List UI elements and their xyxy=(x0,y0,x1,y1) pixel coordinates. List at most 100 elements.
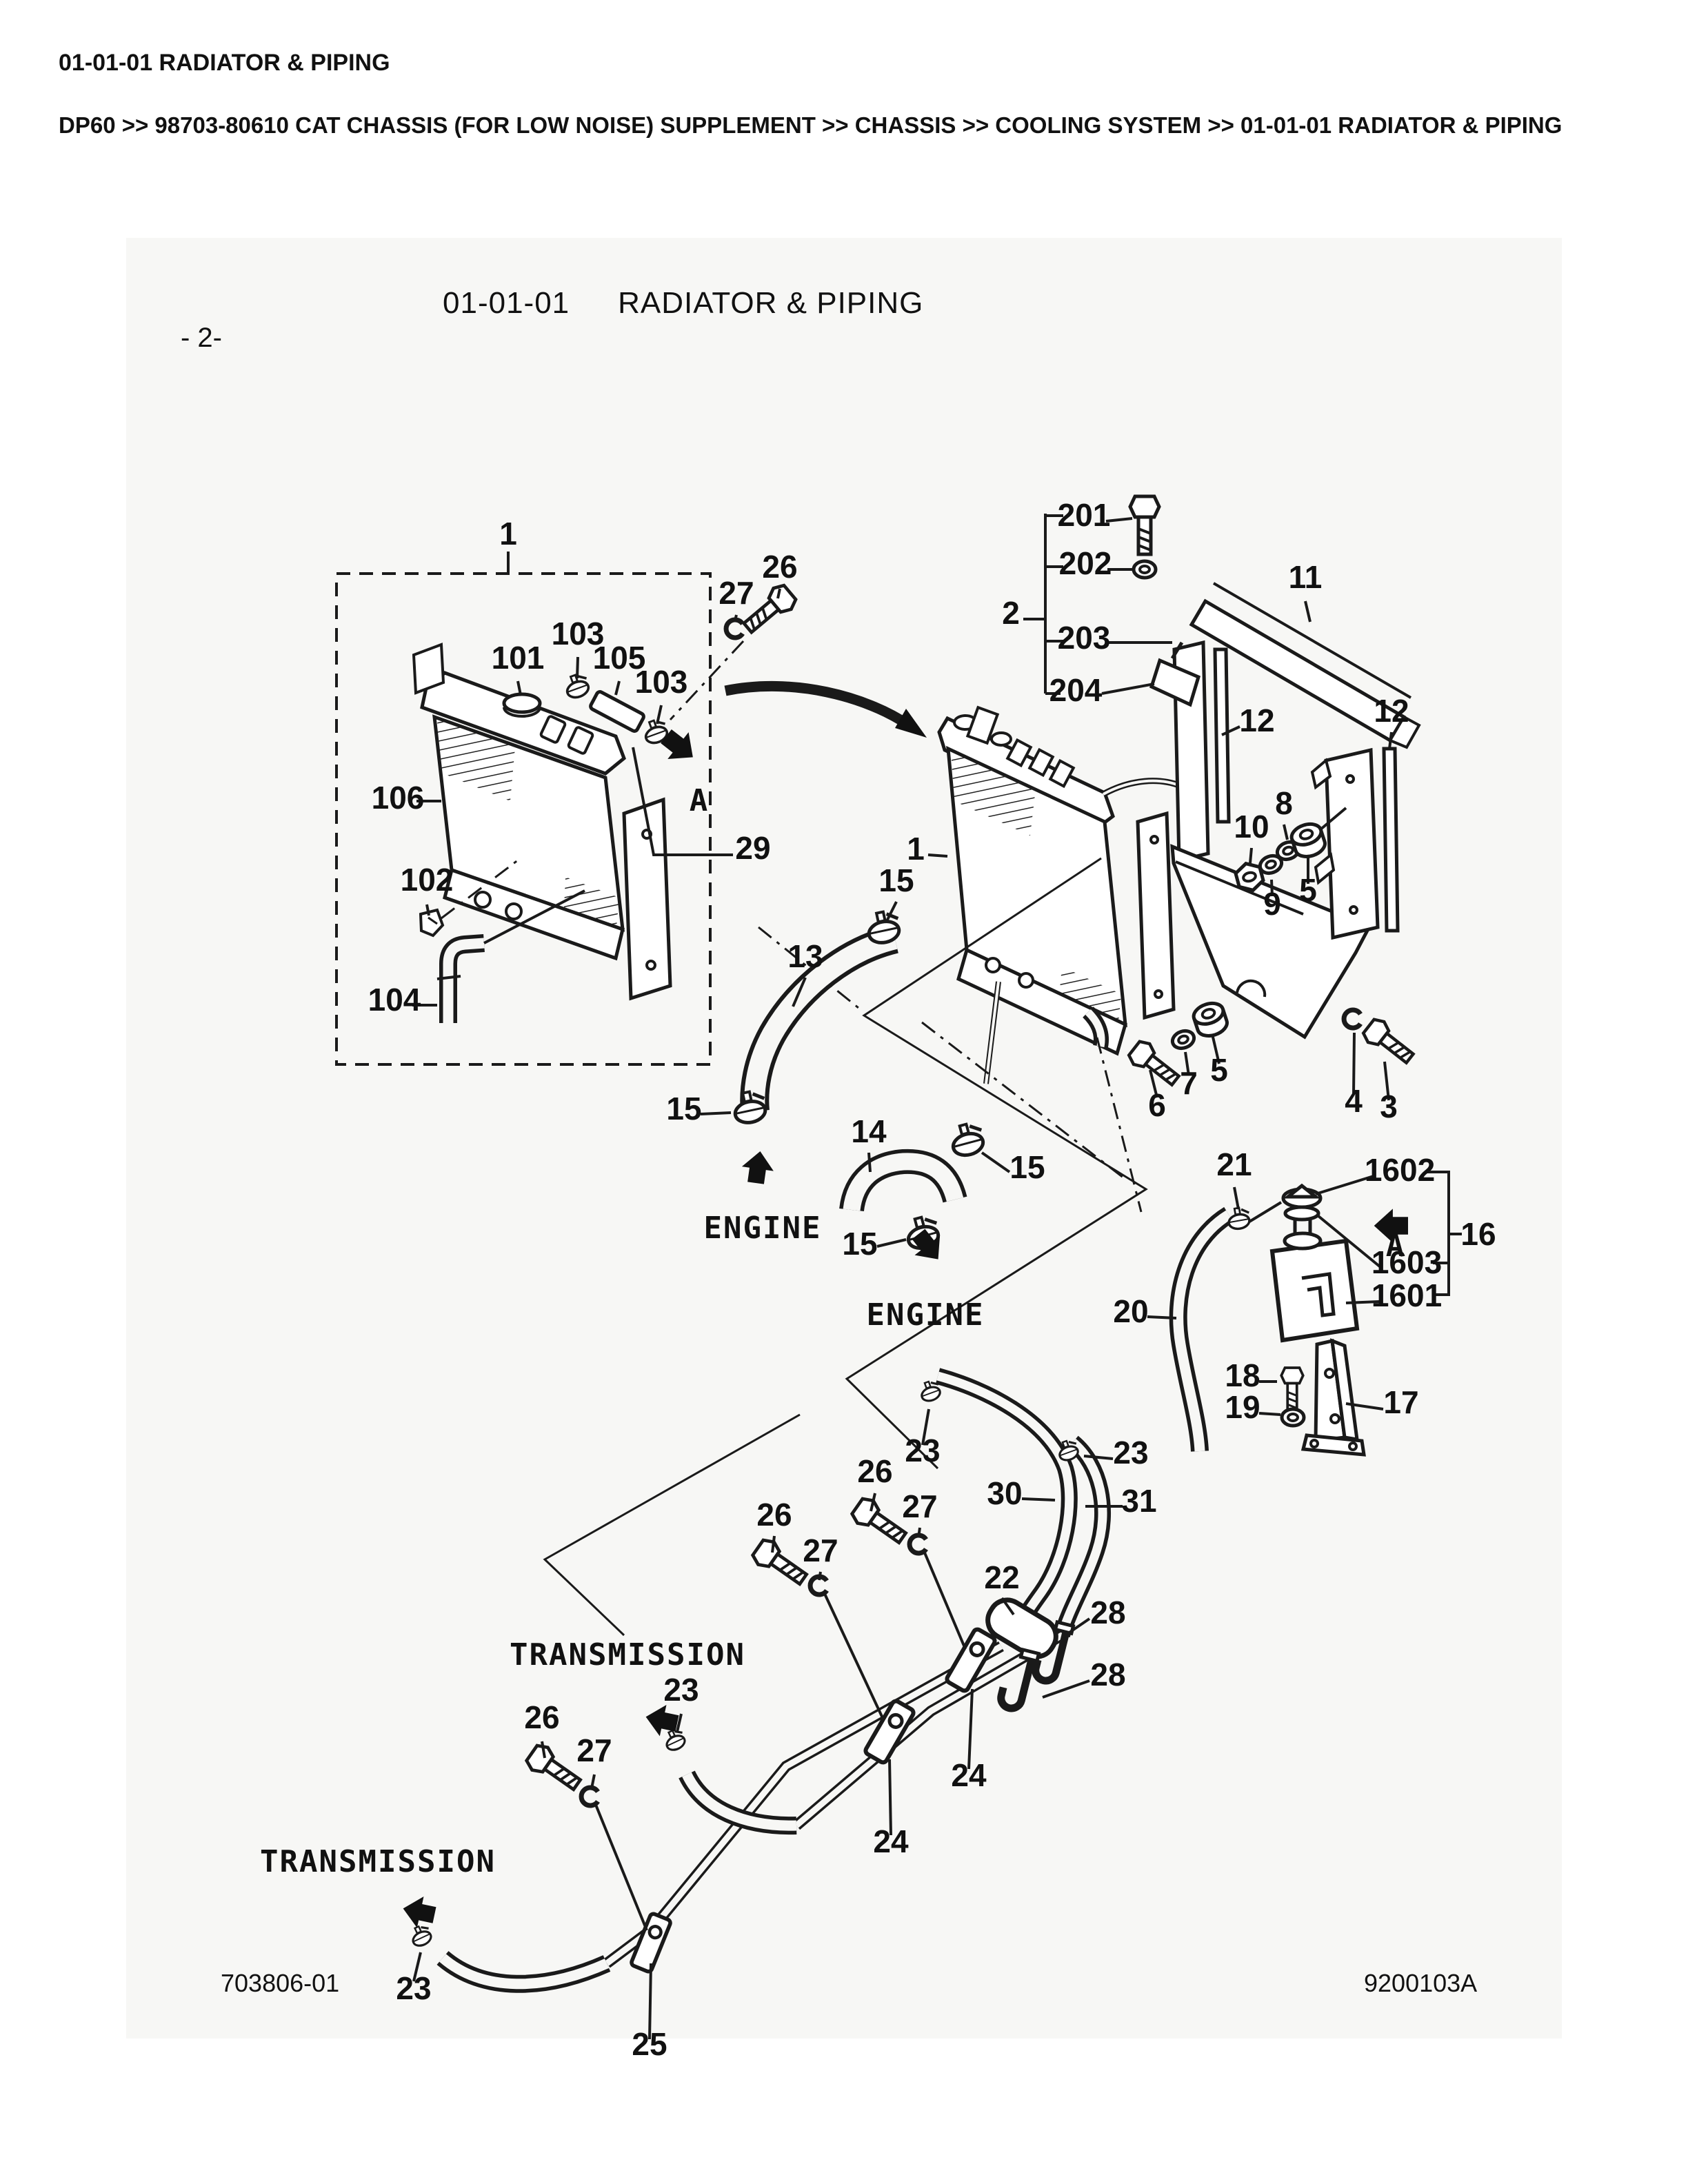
part-label-21: 21 xyxy=(1216,1146,1252,1182)
part-label-12: 12 xyxy=(1374,693,1409,729)
part-label-23: 23 xyxy=(905,1433,940,1468)
gasket-1603 xyxy=(1283,1205,1320,1222)
washer-202 xyxy=(1134,561,1156,578)
part-label-transmission: TRANSMISSION xyxy=(510,1637,745,1672)
part-label-9: 9 xyxy=(1263,886,1281,922)
part-label-1603: 1603 xyxy=(1372,1244,1442,1280)
pipe-lower xyxy=(792,1630,1065,1830)
sleeve-22 xyxy=(985,1597,1058,1659)
part-label-102: 102 xyxy=(401,862,454,898)
part-label-203: 203 xyxy=(1058,620,1111,656)
bolt-26 xyxy=(850,1495,910,1549)
part-label-15: 15 xyxy=(666,1091,701,1126)
section-lines xyxy=(441,640,1148,1637)
part-label-24: 24 xyxy=(873,1823,909,1859)
clamp-21 xyxy=(1225,1205,1253,1232)
radiator-b-art xyxy=(937,705,1202,1084)
clamp-15 xyxy=(865,909,902,946)
part-label-20: 20 xyxy=(1113,1293,1148,1329)
part-label-28: 28 xyxy=(1090,1657,1125,1692)
part-label-27: 27 xyxy=(576,1732,612,1768)
part-label-1: 1 xyxy=(499,516,517,552)
radiator-a-art xyxy=(412,643,672,1001)
drain-plug-102 xyxy=(419,908,445,938)
oil-cooler-piping xyxy=(436,1597,1073,1993)
hose-20 xyxy=(1169,1206,1234,1452)
part-label-15: 15 xyxy=(1009,1149,1045,1185)
figure-code-left: 703806-01 xyxy=(221,1969,340,1997)
part-label-19: 19 xyxy=(1225,1389,1260,1425)
reservoir-1601 xyxy=(1269,1238,1360,1343)
engine-arrow xyxy=(740,1149,776,1186)
part-label-5: 5 xyxy=(1210,1052,1228,1088)
part-label-23: 23 xyxy=(663,1672,699,1708)
seal-strip-12-right xyxy=(1382,747,1400,933)
swoosh-arrow xyxy=(724,680,927,738)
part-label-4: 4 xyxy=(1345,1083,1363,1119)
fitting-105 xyxy=(589,690,645,733)
washer-27 xyxy=(581,1788,598,1806)
part-label-1: 1 xyxy=(907,831,925,867)
diagram-title-code: 01-01-01 xyxy=(443,286,570,320)
bolt-18 xyxy=(1280,1366,1305,1413)
part-labels: 1262710110310510310629102104A20120222032… xyxy=(260,497,1496,2062)
part-label-27: 27 xyxy=(902,1488,937,1524)
part-label-15: 15 xyxy=(878,862,914,898)
part-label-13: 13 xyxy=(787,938,823,974)
part-label-transmission: TRANSMISSION xyxy=(260,1844,496,1879)
bolt-26 xyxy=(524,1742,585,1796)
part-label-202: 202 xyxy=(1059,545,1112,581)
part-label-2: 2 xyxy=(1002,595,1020,631)
hose-104 xyxy=(436,934,485,1023)
radiator-cap-101 xyxy=(502,692,542,714)
part-label-engine: ENGINE xyxy=(867,1297,985,1333)
part-label-23: 23 xyxy=(1113,1435,1148,1470)
part-label-engine: ENGINE xyxy=(704,1211,822,1246)
detail-box xyxy=(335,552,712,1066)
part-label-29: 29 xyxy=(735,830,770,866)
part-label-17: 17 xyxy=(1383,1384,1418,1420)
part-label-8: 8 xyxy=(1275,785,1293,821)
part-label-1602: 1602 xyxy=(1365,1152,1435,1188)
part-label-101: 101 xyxy=(492,640,545,676)
washer-19 xyxy=(1282,1409,1304,1426)
washer-27 xyxy=(726,620,743,638)
part-label-14: 14 xyxy=(851,1113,887,1149)
part-label-30: 30 xyxy=(987,1475,1022,1511)
side-plate xyxy=(1324,747,1380,940)
bracket-204 xyxy=(1149,658,1201,707)
figure-code-right: 9200103A xyxy=(1364,1969,1478,1997)
part-label-27: 27 xyxy=(803,1533,838,1568)
part-label-204: 204 xyxy=(1049,672,1103,708)
part-label-104: 104 xyxy=(368,982,421,1018)
part-label-26: 26 xyxy=(762,549,797,585)
part-label-23: 23 xyxy=(396,1970,431,2006)
part-label-26: 26 xyxy=(857,1453,892,1489)
part-label-11: 11 xyxy=(1289,559,1323,595)
page-title: 01-01-01 RADIATOR & PIPING xyxy=(59,50,390,76)
part-label-18: 18 xyxy=(1225,1357,1260,1393)
part-label-103: 103 xyxy=(552,616,605,651)
diagram-title: 01-01-01 RADIATOR & PIPING xyxy=(443,286,923,321)
part-label-16: 16 xyxy=(1460,1216,1496,1252)
clip-4 xyxy=(1344,1010,1360,1028)
reservoir-group xyxy=(1269,1171,1462,1457)
bolt-3 xyxy=(1360,1016,1418,1069)
shroud-and-brackets xyxy=(1149,582,1421,1040)
part-label-5: 5 xyxy=(1299,872,1317,908)
part-label-201: 201 xyxy=(1058,497,1111,533)
hoses xyxy=(740,924,1234,1638)
diagram-title-text: RADIATOR & PIPING xyxy=(618,286,924,320)
part-label-a: A xyxy=(1386,1228,1406,1264)
part-label-106: 106 xyxy=(372,780,425,816)
part-label-a: A xyxy=(690,783,710,818)
part-label-22: 22 xyxy=(984,1559,1019,1595)
washer-7 xyxy=(1170,1028,1196,1051)
part-label-10: 10 xyxy=(1234,809,1269,845)
part-label-26: 26 xyxy=(756,1497,792,1533)
leader-lines xyxy=(412,514,1393,2040)
part-label-6: 6 xyxy=(1148,1087,1166,1123)
washer-27 xyxy=(910,1535,926,1553)
part-label-25: 25 xyxy=(632,2026,667,2062)
